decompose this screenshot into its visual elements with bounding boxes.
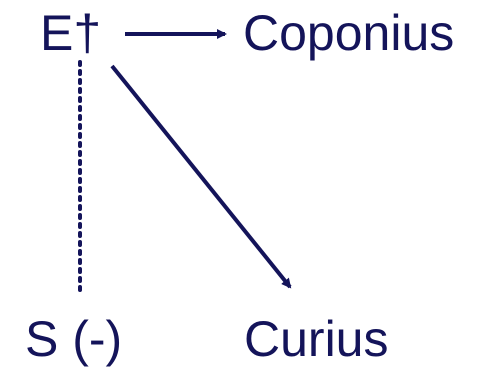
node-s-minus: S (-) (25, 311, 123, 367)
node-curius: Curius (244, 311, 389, 367)
arrow-e-to-curius (110, 64, 292, 289)
node-e-dagger: E† (40, 5, 102, 61)
node-coponius: Coponius (243, 5, 455, 61)
